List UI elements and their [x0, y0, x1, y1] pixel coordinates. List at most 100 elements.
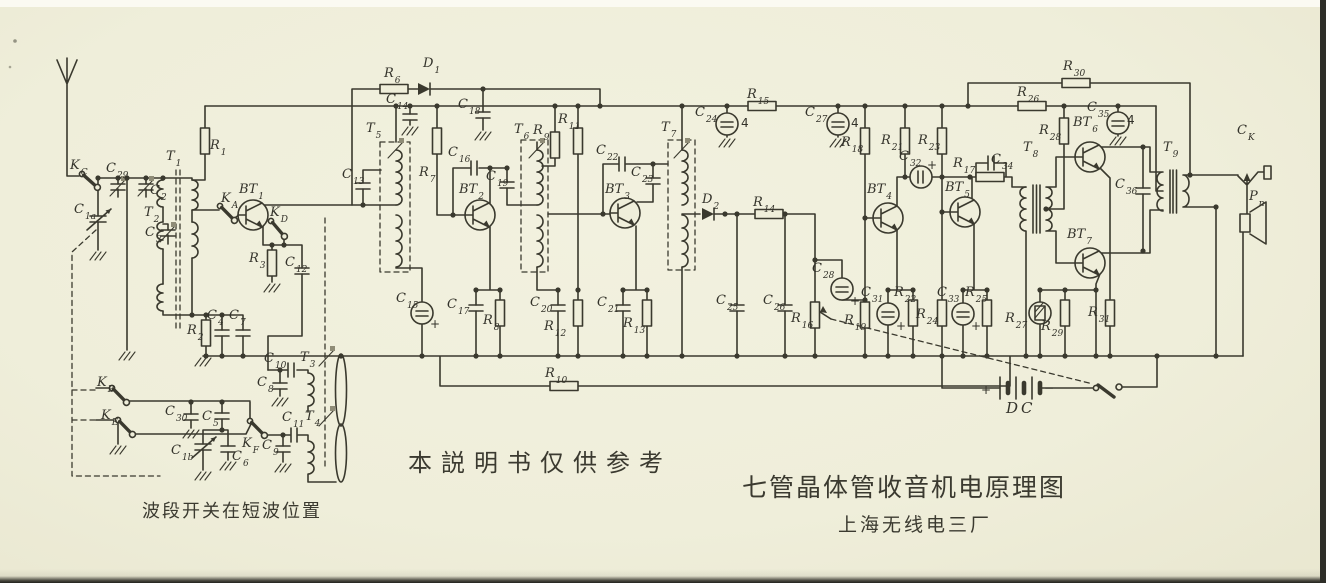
label-R10: R10	[545, 366, 568, 386]
label-C8: C8	[257, 375, 274, 395]
transistor-BT4	[872, 202, 904, 234]
label-BT1: BT1	[239, 182, 264, 202]
label-C10: C10	[264, 351, 287, 371]
resistor-R1	[199, 127, 211, 155]
label-C29: C29	[106, 161, 129, 181]
note-text: 本説明书仅供参考	[408, 449, 672, 477]
label-c35-val: 4	[1127, 113, 1135, 127]
label-T9: T9	[1163, 140, 1179, 160]
label-C13: C13	[342, 167, 365, 187]
label-C24: C24	[695, 105, 718, 125]
label-C6: C6	[232, 449, 249, 469]
label-C9: C9	[262, 438, 279, 458]
dashed-lines	[71, 139, 1094, 477]
resistor-R17	[975, 171, 1005, 183]
label-T2: T2	[144, 205, 160, 225]
label-c32-plus: +	[927, 158, 938, 172]
cap-C8	[272, 382, 288, 390]
label-KD: KD	[270, 205, 288, 225]
label-C12: C12	[285, 255, 308, 275]
label-C7: C7	[229, 308, 246, 328]
label-C27: C27	[805, 105, 828, 125]
label-BT5: BT5	[945, 180, 970, 200]
label-R19: R19	[844, 313, 867, 333]
label-R21: R21	[881, 133, 904, 153]
label-C23: C23	[631, 165, 654, 185]
label-T6: T6	[514, 122, 530, 142]
label-Pn: Pn	[1249, 189, 1265, 209]
label-R7: R7	[419, 165, 436, 185]
label-R2: R2	[187, 323, 204, 343]
label-R18: R18	[841, 135, 864, 155]
volume-arrow	[820, 306, 827, 313]
label-R14: R14	[753, 195, 776, 215]
label-BT6: BT6	[1073, 115, 1098, 135]
label-C33: C33	[937, 285, 960, 305]
cap-C11	[290, 427, 298, 443]
label-DC: DC	[1006, 399, 1036, 417]
paper-top-edge	[0, 0, 1326, 7]
label-C34: C34	[991, 152, 1014, 172]
label-C11: C11	[282, 410, 305, 430]
label-R8: R8	[483, 313, 500, 333]
label-C1a: C1a	[74, 202, 97, 222]
label-T8: T8	[1023, 140, 1039, 160]
label-KA: KA	[221, 191, 239, 211]
power-switch	[1092, 383, 1123, 392]
label-C5: C5	[202, 409, 219, 429]
resistor-R3	[266, 249, 278, 277]
speaker-Pn	[1239, 201, 1267, 245]
label-R6: R6	[384, 66, 401, 86]
label-C14: C14	[386, 92, 409, 112]
elec-cap-C35	[1106, 111, 1130, 135]
title-text: 七管晶体管收音机电原理图	[742, 473, 1067, 502]
label-C4: C4	[207, 308, 224, 328]
label-C21: C21	[597, 295, 620, 315]
label-c28-plus: +	[850, 294, 861, 308]
label-R27: R27	[1005, 311, 1028, 331]
resistor-R7	[431, 127, 443, 155]
label-C36: C36	[1115, 177, 1138, 197]
paper-right-edge	[1320, 0, 1326, 583]
transistor-BT3	[609, 197, 641, 229]
label-D1: D1	[423, 56, 441, 76]
transistor-BT5	[949, 196, 981, 228]
label-C28: C28	[812, 261, 835, 281]
label-BT3: BT3	[605, 182, 630, 202]
label-C1b: C1b	[171, 443, 194, 463]
label-c15-plus: +	[430, 317, 441, 331]
elec-cap-C27	[826, 112, 850, 136]
label-C18: C18	[458, 97, 481, 117]
transistor-BT6	[1074, 141, 1106, 173]
cap-C10	[287, 362, 295, 378]
label-C26: C26	[763, 293, 786, 313]
label-C22: C22	[596, 143, 619, 163]
label-C31: C31	[861, 285, 884, 305]
label-KB: KB	[97, 375, 115, 395]
label-R11: R11	[558, 112, 581, 132]
label-c31-plus: +	[896, 319, 907, 333]
label-KE: KE	[101, 408, 119, 428]
transistor-BT7	[1074, 247, 1106, 279]
label-C20: C20	[530, 295, 553, 315]
band-note-text: 波段开关在短波位置	[142, 501, 322, 522]
label-C25: C25	[716, 293, 739, 313]
label-T3: T3	[300, 350, 316, 370]
label-bat-minus: −	[1044, 381, 1055, 395]
paper-bottom-edge	[0, 569, 1326, 583]
label-C15: C15	[396, 291, 419, 311]
label-C32: C32	[899, 149, 922, 169]
label-c33-plus: +	[971, 319, 982, 333]
label-T4: T4	[305, 409, 321, 429]
label-R29: R29	[1041, 319, 1064, 339]
label-C16: C16	[448, 145, 471, 165]
label-R9: R9	[533, 123, 550, 143]
label-R12: R12	[544, 319, 567, 339]
cap-C36	[1135, 187, 1151, 195]
label-bat-plus: +	[981, 383, 992, 397]
label-CK: CK	[1237, 123, 1255, 143]
label-C3: C3	[145, 225, 162, 245]
cap-C16	[470, 160, 478, 176]
diode-D1	[418, 82, 431, 96]
